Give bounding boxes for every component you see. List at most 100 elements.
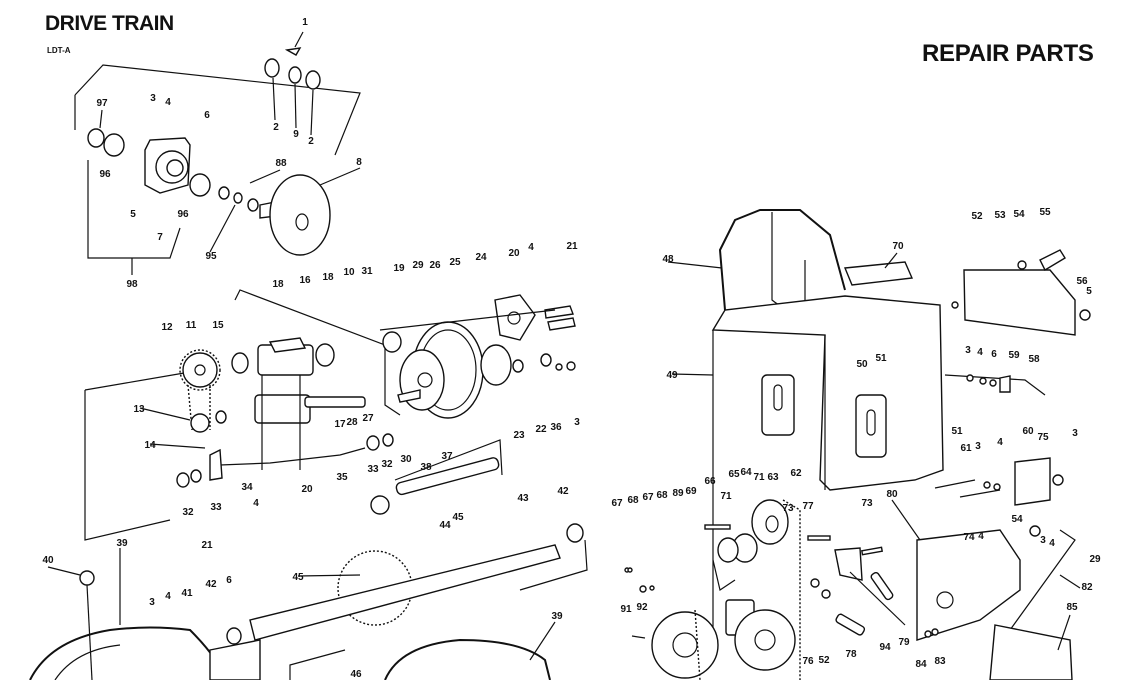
callout-52: 52	[818, 655, 830, 666]
clutch-drum-illustration	[379, 294, 576, 419]
callout-25: 25	[449, 257, 461, 268]
callout-58: 58	[1028, 354, 1040, 365]
callout-68: 68	[627, 495, 639, 506]
callout-4: 4	[165, 97, 171, 108]
callout-71: 71	[720, 491, 732, 502]
callout-48: 48	[662, 254, 674, 265]
callout-56: 56	[1076, 276, 1088, 287]
callout-98: 98	[126, 279, 138, 290]
callout-6: 6	[991, 349, 997, 360]
callout-91: 91	[620, 604, 632, 615]
callout-27: 27	[362, 413, 374, 424]
callout-5: 5	[130, 209, 136, 220]
callout-6: 6	[226, 575, 232, 586]
callout-3: 3	[1040, 535, 1046, 546]
callout-21: 21	[566, 241, 578, 252]
callout-32: 32	[381, 459, 393, 470]
section-title: DRIVE TRAIN	[45, 12, 174, 35]
callout-9: 9	[293, 129, 299, 140]
callout-19: 19	[393, 263, 405, 274]
callout-54: 54	[1011, 514, 1023, 525]
gear-shaft-assembly-illustration	[84, 289, 401, 541]
callout-54: 54	[1013, 209, 1025, 220]
callout-94: 94	[879, 642, 891, 653]
callout-4: 4	[997, 437, 1003, 448]
model-code: LDT-A	[47, 46, 71, 55]
callout-36: 36	[550, 422, 562, 433]
callout-61: 61	[960, 443, 972, 454]
callout-77: 77	[802, 501, 814, 512]
callout-83: 83	[934, 656, 946, 667]
callout-49: 49	[666, 370, 678, 381]
callout-45: 45	[452, 512, 464, 523]
callout-45: 45	[292, 572, 304, 583]
callout-66: 66	[704, 476, 716, 487]
callout-73: 73	[861, 498, 873, 509]
callout-4: 4	[977, 347, 983, 358]
callout-31: 31	[361, 266, 373, 277]
callout-12: 12	[161, 322, 173, 333]
callout-89: 89	[672, 488, 684, 499]
callout-52: 52	[971, 211, 983, 222]
callout-39: 39	[116, 538, 128, 549]
callout-5: 5	[1086, 286, 1092, 297]
belt-pulley-illustration	[624, 499, 1076, 680]
callout-42: 42	[557, 486, 569, 497]
callout-4: 4	[253, 498, 259, 509]
callout-26: 26	[429, 260, 441, 271]
callout-95: 95	[205, 251, 217, 262]
callout-3: 3	[150, 93, 156, 104]
callout-92: 92	[636, 602, 648, 613]
bearing-assembly-illustration	[74, 47, 361, 275]
callout-78: 78	[845, 649, 857, 660]
callout-20: 20	[508, 248, 520, 259]
callout-3: 3	[1072, 428, 1078, 439]
callout-6: 6	[204, 110, 210, 121]
callout-74: 74	[963, 532, 975, 543]
callout-18: 18	[322, 272, 334, 283]
callout-79: 79	[898, 637, 910, 648]
callout-51: 51	[951, 426, 963, 437]
callout-8: 8	[356, 157, 362, 168]
callout-15: 15	[212, 320, 224, 331]
callout-46: 46	[350, 669, 362, 680]
callout-13: 13	[133, 404, 145, 415]
callout-3: 3	[975, 441, 981, 452]
callout-40: 40	[42, 555, 54, 566]
housing-illustration	[711, 209, 1091, 660]
callout-23: 23	[513, 430, 525, 441]
callout-82: 82	[1081, 582, 1093, 593]
callout-67: 67	[642, 492, 654, 503]
callout-51: 51	[875, 353, 887, 364]
callout-4: 4	[528, 242, 534, 253]
callout-50: 50	[856, 359, 868, 370]
callout-68: 68	[656, 490, 668, 501]
callout-63: 63	[767, 472, 779, 483]
callout-10: 10	[343, 267, 355, 278]
callout-55: 55	[1039, 207, 1051, 218]
callout-65: 65	[728, 469, 740, 480]
callout-11: 11	[186, 320, 197, 331]
callout-22: 22	[535, 424, 547, 435]
callout-96: 96	[177, 209, 189, 220]
callout-71: 71	[753, 472, 765, 483]
callout-88: 88	[275, 158, 287, 169]
callout-44: 44	[439, 520, 451, 531]
callout-33: 33	[210, 502, 222, 513]
callout-43: 43	[517, 493, 529, 504]
callout-3: 3	[149, 597, 155, 608]
callout-75: 75	[1037, 432, 1049, 443]
callout-62: 62	[790, 468, 802, 479]
callout-28: 28	[346, 417, 358, 428]
callout-3: 3	[574, 417, 580, 428]
callout-96: 96	[99, 169, 111, 180]
callout-39: 39	[551, 611, 563, 622]
callout-24: 24	[475, 252, 487, 263]
callout-67: 67	[611, 498, 623, 509]
callout-4: 4	[165, 591, 171, 602]
callout-20: 20	[301, 484, 313, 495]
callout-69: 69	[685, 486, 697, 497]
axle-wheel-illustration	[29, 439, 588, 680]
callout-97: 97	[96, 98, 108, 109]
